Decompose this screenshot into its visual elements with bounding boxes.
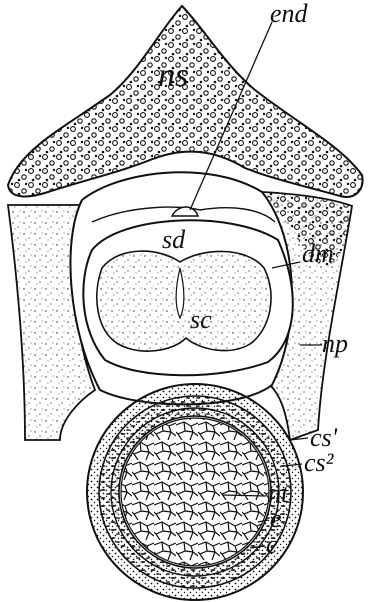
- label-np: np: [322, 329, 348, 358]
- label-dm: dm: [302, 239, 334, 268]
- label-sd: sd: [162, 225, 186, 254]
- neural-spine: [8, 6, 363, 197]
- notochord: [121, 418, 269, 566]
- label-end: end: [270, 0, 309, 28]
- label-c: c: [266, 530, 278, 559]
- label-cs2: cs²: [304, 448, 335, 477]
- label-ns: ns: [158, 57, 188, 94]
- label-sc: sc: [190, 305, 212, 334]
- label-e: e: [270, 504, 282, 533]
